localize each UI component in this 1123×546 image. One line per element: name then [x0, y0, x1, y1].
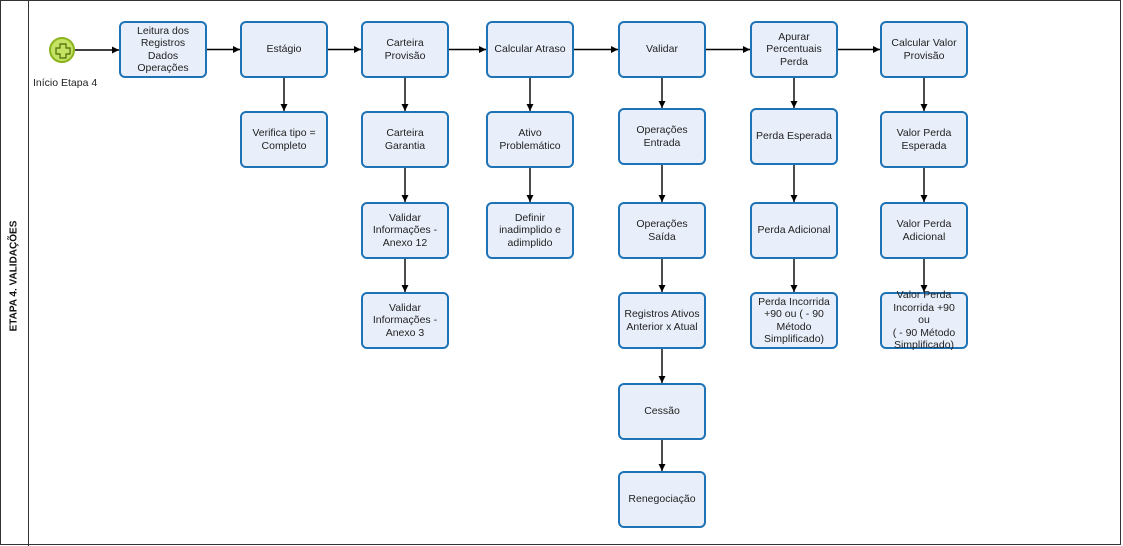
- lane-divider: [28, 0, 29, 546]
- start-event-label: Início Etapa 4: [33, 77, 98, 89]
- start-event[interactable]: [49, 37, 75, 63]
- task-estagio[interactable]: Estágio: [240, 21, 328, 78]
- plus-icon: [55, 43, 71, 59]
- task-carteira-garantia[interactable]: Carteira Garantia: [361, 111, 449, 168]
- task-operacoes-entrada[interactable]: Operações Entrada: [618, 108, 706, 165]
- task-carteira-provisao[interactable]: Carteira Provisão: [361, 21, 449, 78]
- task-calcular-valor-provisao[interactable]: Calcular Valor Provisão: [880, 21, 968, 78]
- task-calcular-atraso[interactable]: Calcular Atraso: [486, 21, 574, 78]
- task-valor-perda-adicional[interactable]: Valor Perda Adicional: [880, 202, 968, 259]
- task-registros-ativos[interactable]: Registros Ativos Anterior x Atual: [618, 292, 706, 349]
- task-cessao[interactable]: Cessão: [618, 383, 706, 440]
- task-validar-anexo-12[interactable]: Validar Informações - Anexo 12: [361, 202, 449, 259]
- task-apurar-percentuais-perda[interactable]: Apurar Percentuais Perda: [750, 21, 838, 78]
- task-validar[interactable]: Validar: [618, 21, 706, 78]
- task-perda-adicional[interactable]: Perda Adicional: [750, 202, 838, 259]
- task-definir-inadimplido[interactable]: Definir inadimplido e adimplido: [486, 202, 574, 259]
- task-verifica-tipo[interactable]: Verifica tipo = Completo: [240, 111, 328, 168]
- task-valor-perda-esperada[interactable]: Valor Perda Esperada: [880, 111, 968, 168]
- task-validar-anexo-3[interactable]: Validar Informações - Anexo 3: [361, 292, 449, 349]
- task-perda-esperada[interactable]: Perda Esperada: [750, 108, 838, 165]
- task-perda-incorrida[interactable]: Perda Incorrida +90 ou ( - 90 Método Sim…: [750, 292, 838, 349]
- task-operacoes-saida[interactable]: Operações Saída: [618, 202, 706, 259]
- task-renegociacao[interactable]: Renegociação: [618, 471, 706, 528]
- task-leitura-registros[interactable]: Leitura dos Registros Dados Operações: [119, 21, 207, 78]
- task-valor-perda-incorrida[interactable]: Valor Perda Incorrida +90 ou ( - 90 Méto…: [880, 289, 968, 351]
- task-ativo-problematico[interactable]: Ativo Problemático: [486, 111, 574, 168]
